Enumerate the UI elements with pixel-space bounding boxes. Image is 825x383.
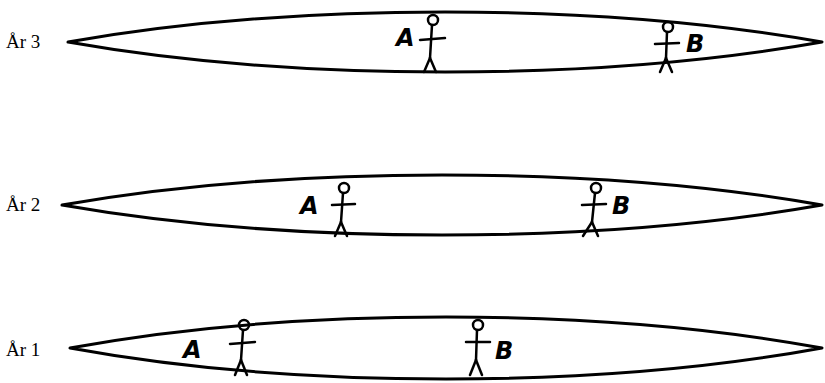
- stick-figure: [466, 320, 490, 375]
- spindle-outline: [0, 170, 825, 245]
- person-label: A: [183, 338, 202, 362]
- year-label: År 1: [6, 340, 40, 359]
- year-band: År 3 A B: [0, 5, 825, 80]
- person-label: B: [612, 194, 630, 218]
- stick-figure: [230, 320, 255, 375]
- stick-figure: [420, 15, 445, 72]
- stick-figure: [582, 183, 606, 236]
- person-label: A: [396, 26, 415, 50]
- person-label: A: [300, 194, 319, 218]
- spindle-outline: [0, 310, 825, 382]
- year-band: År 1 A B: [0, 310, 825, 382]
- year-label: År 2: [6, 195, 40, 214]
- person-label: B: [495, 339, 513, 363]
- stick-figure: [332, 183, 355, 236]
- person-label: B: [686, 32, 704, 56]
- year-label: År 3: [6, 32, 40, 51]
- year-band: År 2 A B: [0, 170, 825, 245]
